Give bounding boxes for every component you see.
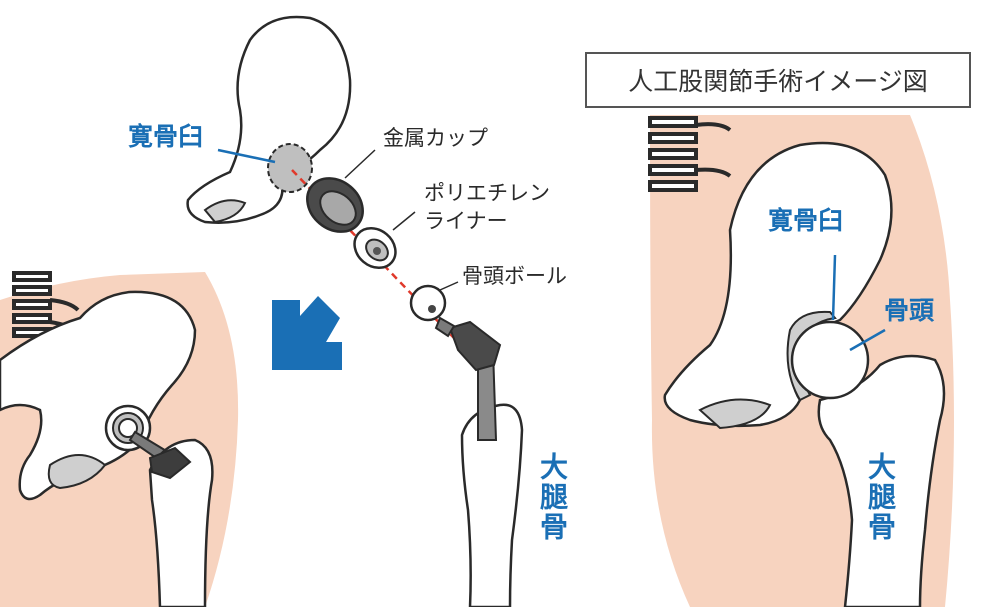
- label-femur: 大腿骨: [538, 452, 566, 542]
- head-ball: [411, 286, 445, 320]
- label-femoral-head: 骨頭: [884, 298, 934, 323]
- femoral-head-right: [792, 322, 868, 398]
- label-head-ball: 骨頭ボール: [462, 266, 567, 287]
- label-liner-line2: ライナー: [424, 211, 508, 232]
- down-left-arrow-icon: [272, 296, 342, 370]
- diagram-title: 人工股関節手術イメージ図: [628, 62, 928, 98]
- diagram-title-box: 人工股関節手術イメージ図: [585, 52, 971, 108]
- implanted-hip-panel: [0, 272, 238, 607]
- liner-leader: [393, 212, 415, 230]
- label-metal-cup: 金属カップ: [383, 128, 488, 149]
- label-femur-right: 大腿骨: [866, 452, 894, 542]
- cup-leader: [345, 150, 375, 178]
- acetabulum-socket-top: [268, 144, 312, 192]
- label-liner-line1: ポリエチレン: [424, 183, 550, 204]
- natural-hip-panel: [650, 115, 954, 607]
- ball-leader: [440, 282, 458, 290]
- label-acetabulum: 寛骨臼: [128, 124, 203, 149]
- exploded-femur: [436, 318, 522, 607]
- label-acetabulum-right: 寛骨臼: [768, 208, 843, 233]
